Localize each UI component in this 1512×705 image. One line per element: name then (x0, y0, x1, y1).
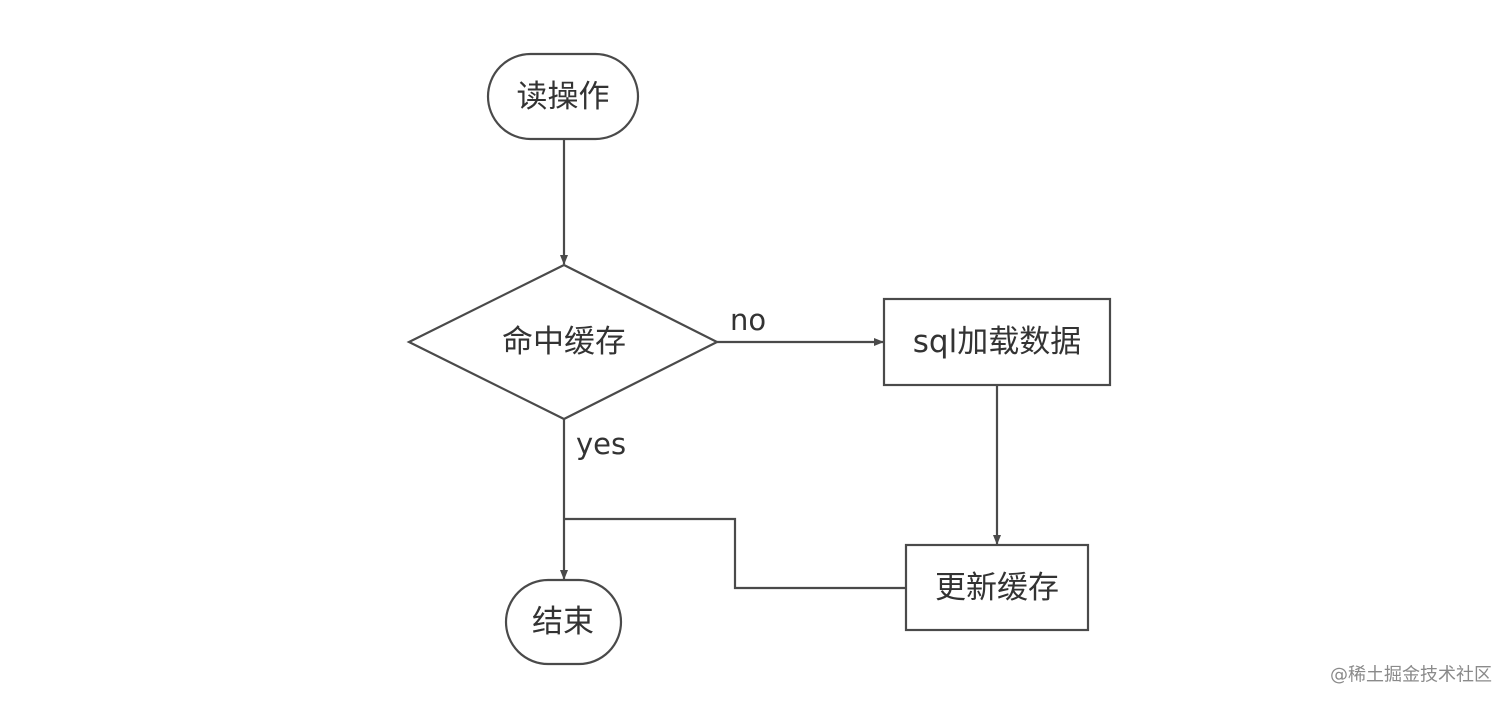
decision-node: 命中缓存 (406, 263, 720, 421)
decision-node-label: 命中缓存 (502, 324, 626, 360)
update-cache-node-label: 更新缓存 (935, 570, 1059, 606)
start-node-label: 读操作 (517, 79, 610, 115)
load-data-node: sql加载数据 (882, 297, 1112, 387)
edge-label-no: no (730, 303, 766, 337)
start-node: 读操作 (486, 52, 640, 141)
end-node-label: 结束 (532, 604, 594, 640)
end-node: 结束 (504, 578, 623, 666)
update-cache-node: 更新缓存 (904, 543, 1090, 632)
load-data-node-label: sql加载数据 (913, 324, 1081, 360)
edge-update-to-merge (564, 517, 906, 590)
edge-label-yes: yes (576, 427, 626, 461)
watermark-text: @稀土掘金技术社区 (1330, 665, 1492, 686)
